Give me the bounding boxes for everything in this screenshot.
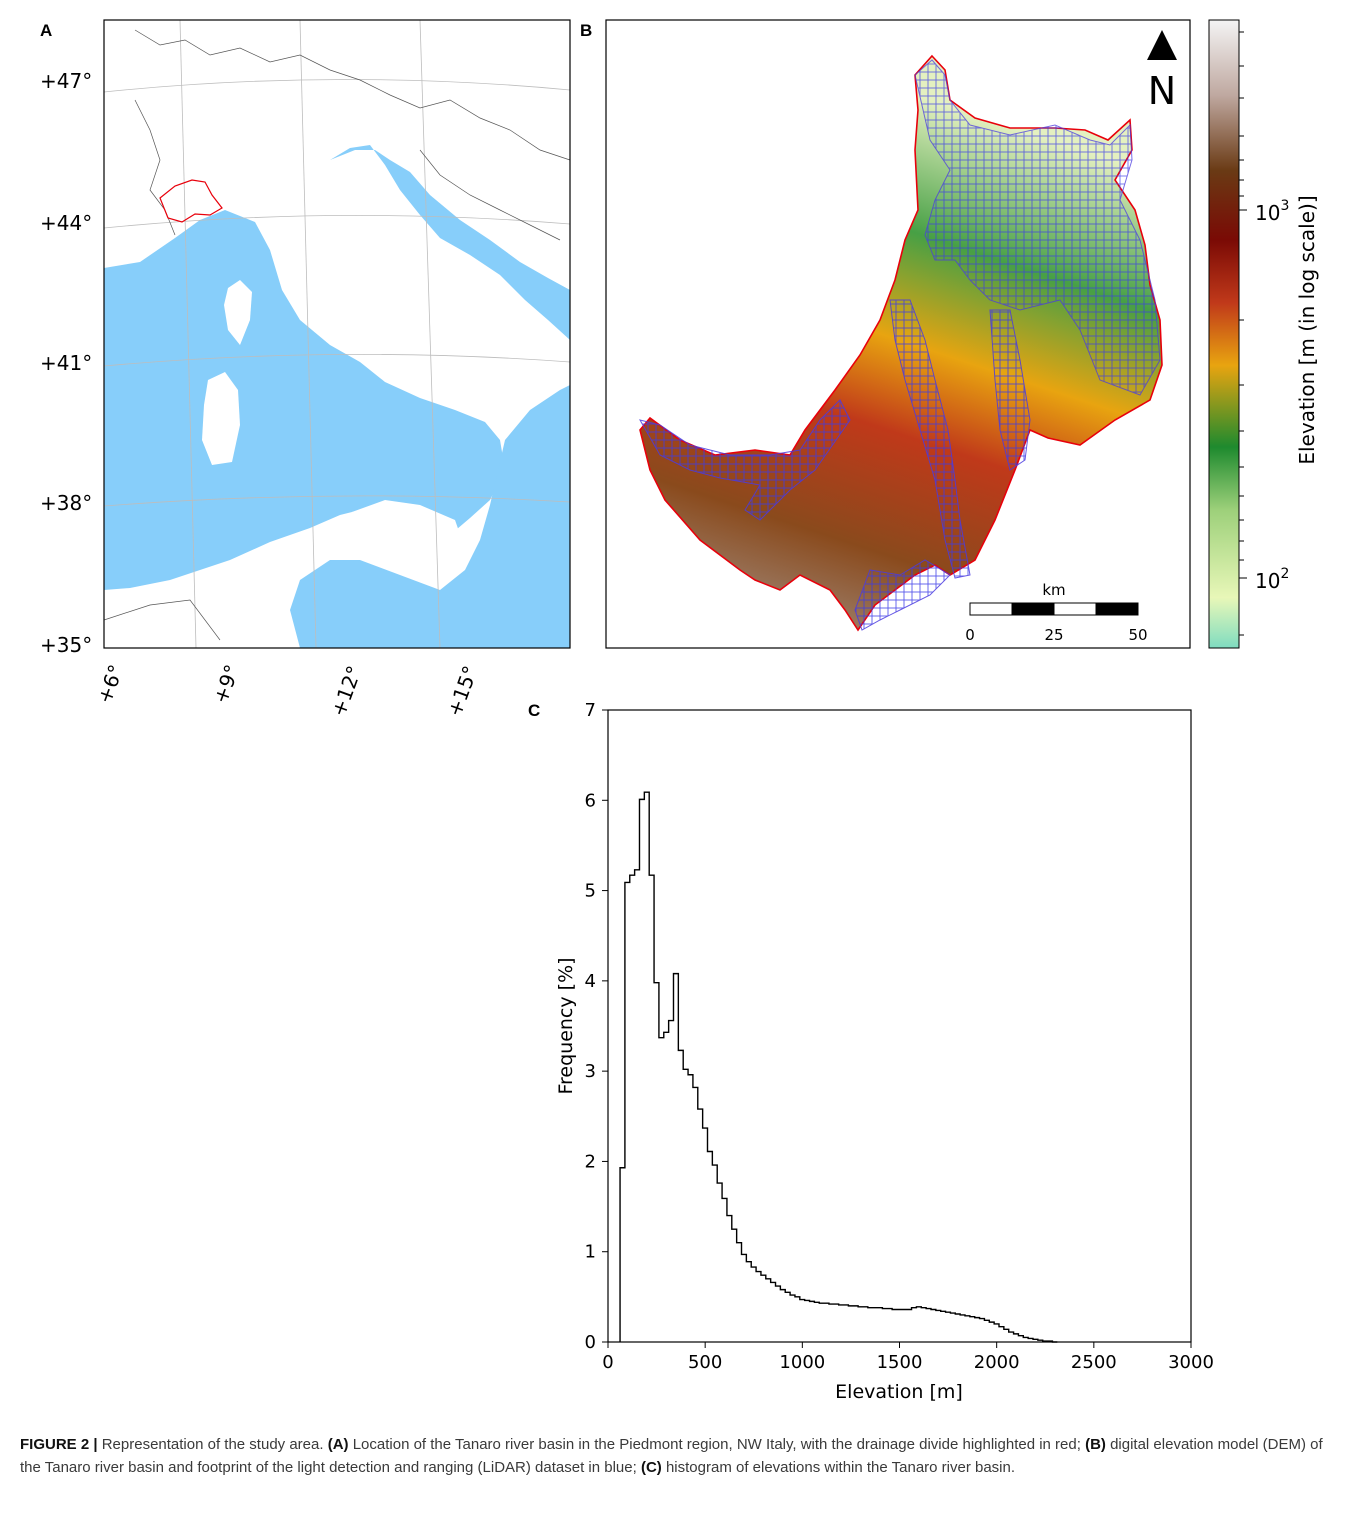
caption-a-text: Location of the Tanaro river basin in th… — [348, 1436, 1086, 1453]
lat-label-38: +38° — [40, 491, 92, 515]
lon-label-12: +12° — [326, 662, 366, 719]
lat-labels: +47° +44° +41° +38° +35° — [40, 69, 92, 657]
x-tick-label: 1500 — [877, 1352, 923, 1373]
y-tick-label: 6 — [585, 790, 596, 811]
scale-tick-25: 25 — [1044, 626, 1063, 644]
x-tick-label: 500 — [688, 1352, 722, 1373]
x-tick-label: 3000 — [1168, 1352, 1214, 1373]
lat-label-44: +44° — [40, 211, 92, 235]
x-tick-label: 1000 — [779, 1352, 825, 1373]
caption-b-text: digital elevation model (DEM) of the Tan… — [20, 1436, 1323, 1476]
panel-c-letter: C — [528, 701, 540, 720]
y-tick-label: 4 — [585, 971, 596, 992]
caption-c-label: (C) — [640, 1459, 662, 1476]
scale-bar: km 0 25 50 — [965, 581, 1147, 644]
caption-b-label: (B) — [1085, 1436, 1106, 1453]
x-tick-label: 0 — [602, 1352, 613, 1373]
x-tick-label: 2500 — [1071, 1352, 1117, 1373]
map-italy — [103, 19, 571, 649]
colorbar-tick-1000: 103 — [1255, 198, 1289, 225]
y-tick-label: 5 — [585, 881, 596, 902]
north-arrow-icon — [1147, 30, 1177, 60]
scale-tick-50: 50 — [1128, 626, 1147, 644]
x-tick-label: 2000 — [974, 1352, 1020, 1373]
y-tick-label: 7 — [585, 700, 596, 721]
histogram-step-line — [619, 791, 1058, 1343]
caption-c-text: histogram of elevations within the Tanar… — [661, 1459, 1016, 1476]
lon-label-15: +15° — [442, 662, 482, 719]
north-label: N — [1148, 69, 1176, 113]
x-axis-label: Elevation [m] — [835, 1381, 963, 1403]
plot-area — [607, 709, 1192, 1343]
lat-label-47: +47° — [40, 69, 92, 93]
histogram-chart: 0 500 1000 1500 2000 2500 3000 0 1 2 3 4 5 6 7 Elevat… — [555, 700, 1214, 1403]
lon-label-6: +6° — [92, 661, 128, 706]
y-axis-label: Frequency [%] — [555, 957, 577, 1094]
caption-intro: Representation of the study area. — [97, 1436, 328, 1453]
panel-a-letter: A — [40, 21, 52, 40]
colorbar-label: Elevation [m (in log scale)] — [1295, 195, 1319, 464]
lon-label-9: +9° — [208, 661, 244, 706]
lat-label-35: +35° — [40, 633, 92, 657]
figure-caption: FIGURE 2 | Representation of the study a… — [20, 1433, 1340, 1479]
y-tick-label: 1 — [585, 1242, 596, 1263]
lon-labels: +6° +9° +12° +15° — [92, 661, 482, 719]
scale-tick-0: 0 — [965, 626, 975, 644]
colorbar: 103 102 Elevation [m (in log scale)] — [1208, 19, 1319, 649]
lat-label-41: +41° — [40, 351, 92, 375]
scale-unit: km — [1042, 581, 1065, 599]
panel-b-letter: B — [580, 21, 592, 40]
caption-a-label: (A) — [327, 1436, 349, 1453]
dem-map: N km 0 25 50 — [605, 19, 1191, 649]
y-tick-label: 3 — [585, 1061, 596, 1082]
y-tick-label: 2 — [585, 1151, 596, 1172]
y-tick-label: 0 — [585, 1332, 596, 1353]
caption-figure-label: FIGURE 2 | — [20, 1436, 98, 1453]
colorbar-tick-100: 102 — [1255, 566, 1289, 593]
